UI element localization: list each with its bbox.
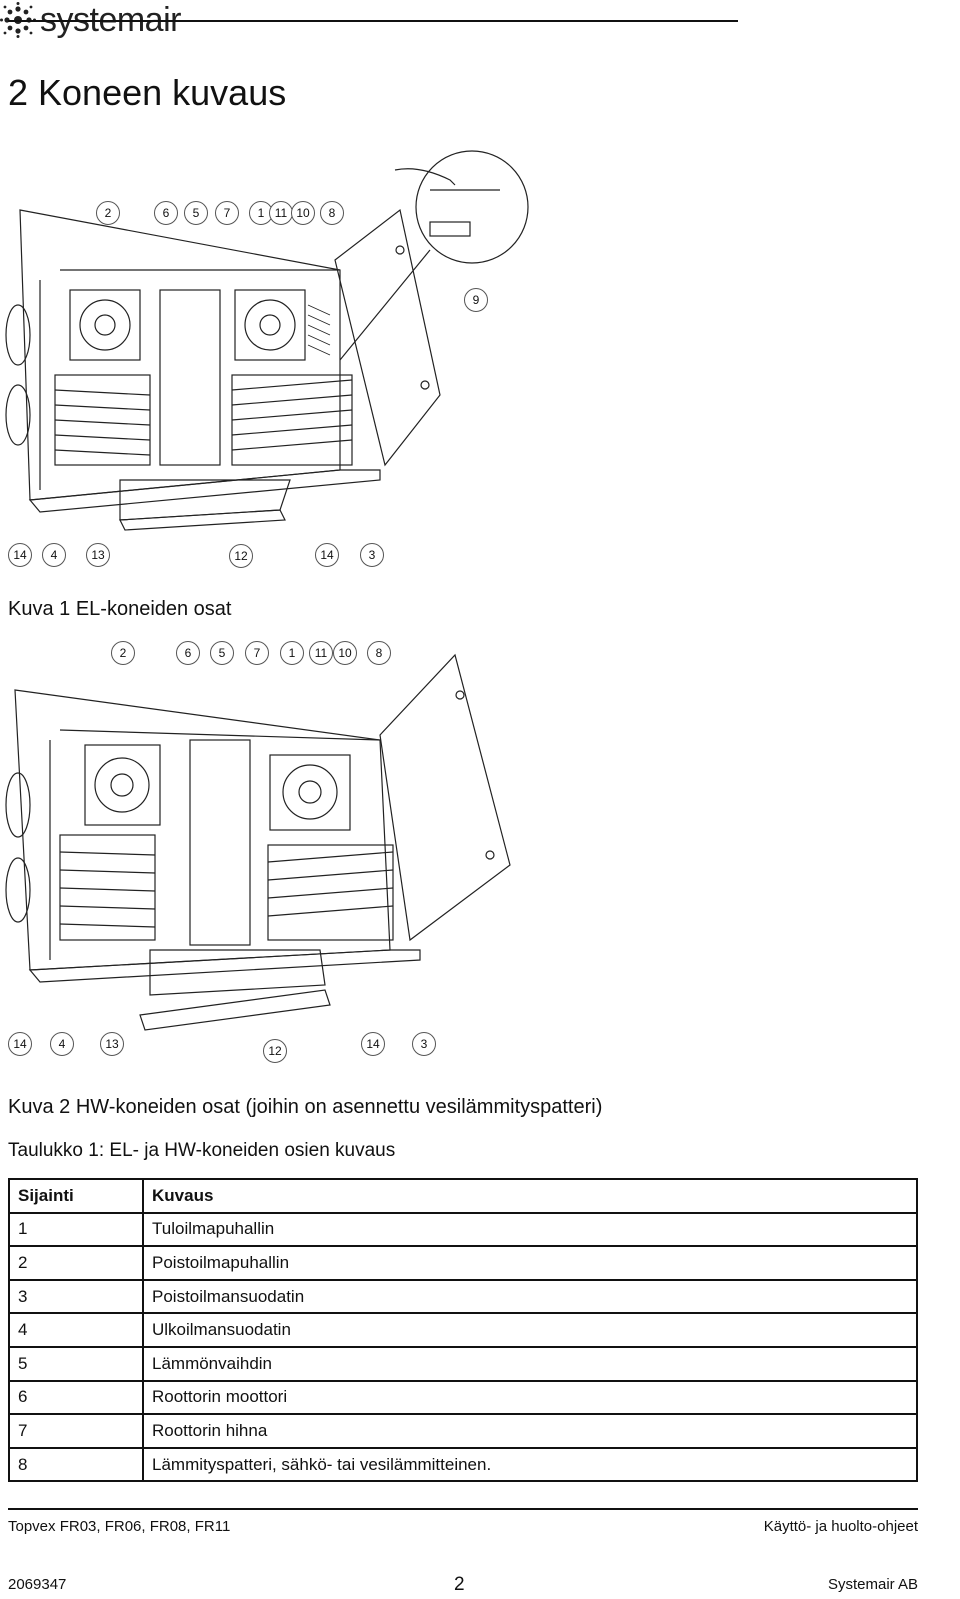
header-position: Sijainti — [8, 1178, 144, 1214]
brand-name: systemair — [40, 0, 181, 39]
figure2-bottom-callout: 4 — [50, 1032, 74, 1056]
row-description: Lämmityspatteri, sähkö- tai vesilämmitte… — [143, 1446, 918, 1483]
footer-page-number: 2 — [454, 1574, 465, 1595]
figure1-top-callout: 5 — [184, 201, 208, 225]
row-description: Roottorin hihna — [143, 1413, 918, 1449]
row-position: 4 — [8, 1312, 144, 1348]
figure1-top-callout: 2 — [96, 201, 120, 225]
logo-dots-icon — [0, 2, 36, 38]
figure1-top-callout: 6 — [154, 201, 178, 225]
row-description: Roottorin moottori — [143, 1379, 918, 1416]
row-position: 2 — [8, 1245, 144, 1281]
row-description: Poistoilmapuhallin — [143, 1245, 918, 1281]
figure2-caption: Kuva 2 HW-koneiden osat (joihin on asenn… — [8, 1096, 603, 1118]
figure1-top-callout: 7 — [215, 201, 239, 225]
figure1-bottom-callout: 14 — [315, 543, 339, 567]
figure1-bottom-callout: 12 — [229, 544, 253, 568]
footer-doc-number: 2069347 — [8, 1576, 67, 1593]
figure1-top-callout: 11 — [269, 201, 293, 225]
figure2-bottom-callout: 13 — [100, 1032, 124, 1056]
figure2-bottom-callout: 14 — [361, 1032, 385, 1056]
footer-manual-type: Käyttö- ja huolto-ohjeet — [763, 1518, 918, 1535]
figure2-bottom-callout: 12 — [263, 1039, 287, 1063]
row-description: Ulkoilmansuodatin — [143, 1312, 918, 1348]
figure2-bottom-callout: 3 — [412, 1032, 436, 1056]
figure1-top-callout: 10 — [291, 201, 315, 225]
callout-9: 9 — [464, 288, 488, 312]
figure2-top-callout: 7 — [245, 641, 269, 665]
row-description: Tuloilmapuhallin — [143, 1211, 918, 1248]
row-position: 3 — [8, 1278, 144, 1315]
figure2-top-callout: 2 — [111, 641, 135, 665]
row-position: 1 — [8, 1211, 144, 1248]
footer-product: Topvex FR03, FR06, FR08, FR11 — [8, 1518, 231, 1535]
figure2-bottom-callout: 14 — [8, 1032, 32, 1056]
el-unit-drawing — [5, 150, 529, 531]
row-position: 8 — [8, 1446, 144, 1483]
table-caption: Taulukko 1: EL- ja HW-koneiden osien kuv… — [8, 1140, 396, 1161]
table-header-row: Sijainti Kuvaus — [8, 1178, 918, 1214]
header-rule — [8, 20, 738, 22]
row-description: Lämmönvaihdin — [143, 1345, 918, 1382]
figure2-top-callout: 1 — [280, 641, 304, 665]
figure1-bottom-callout: 13 — [86, 543, 110, 567]
figure2-top-callout: 6 — [176, 641, 200, 665]
figure2-top-callout: 10 — [333, 641, 357, 665]
figure2-top-callout: 8 — [367, 641, 391, 665]
figure2-top-callout: 5 — [210, 641, 234, 665]
footer-company: Systemair AB — [827, 1576, 918, 1593]
page-title: 2 Koneen kuvaus — [8, 72, 287, 113]
figure1-caption: Kuva 1 EL-koneiden osat — [8, 598, 232, 620]
systemair-logo: systemair — [0, 0, 200, 40]
figure2-top-callout: 11 — [309, 641, 333, 665]
row-position: 7 — [8, 1413, 144, 1449]
figure1-bottom-callout: 4 — [42, 543, 66, 567]
header-description: Kuvaus — [143, 1178, 918, 1214]
figure1-bottom-callout: 3 — [360, 543, 384, 567]
row-position: 6 — [8, 1379, 144, 1416]
figure1-top-callout: 8 — [320, 201, 344, 225]
row-description: Poistoilmansuodatin — [143, 1278, 918, 1315]
hw-unit-drawing — [5, 653, 511, 1031]
figure1-bottom-callout: 14 — [8, 543, 32, 567]
row-position: 5 — [8, 1345, 144, 1382]
footer-rule — [8, 1508, 918, 1510]
